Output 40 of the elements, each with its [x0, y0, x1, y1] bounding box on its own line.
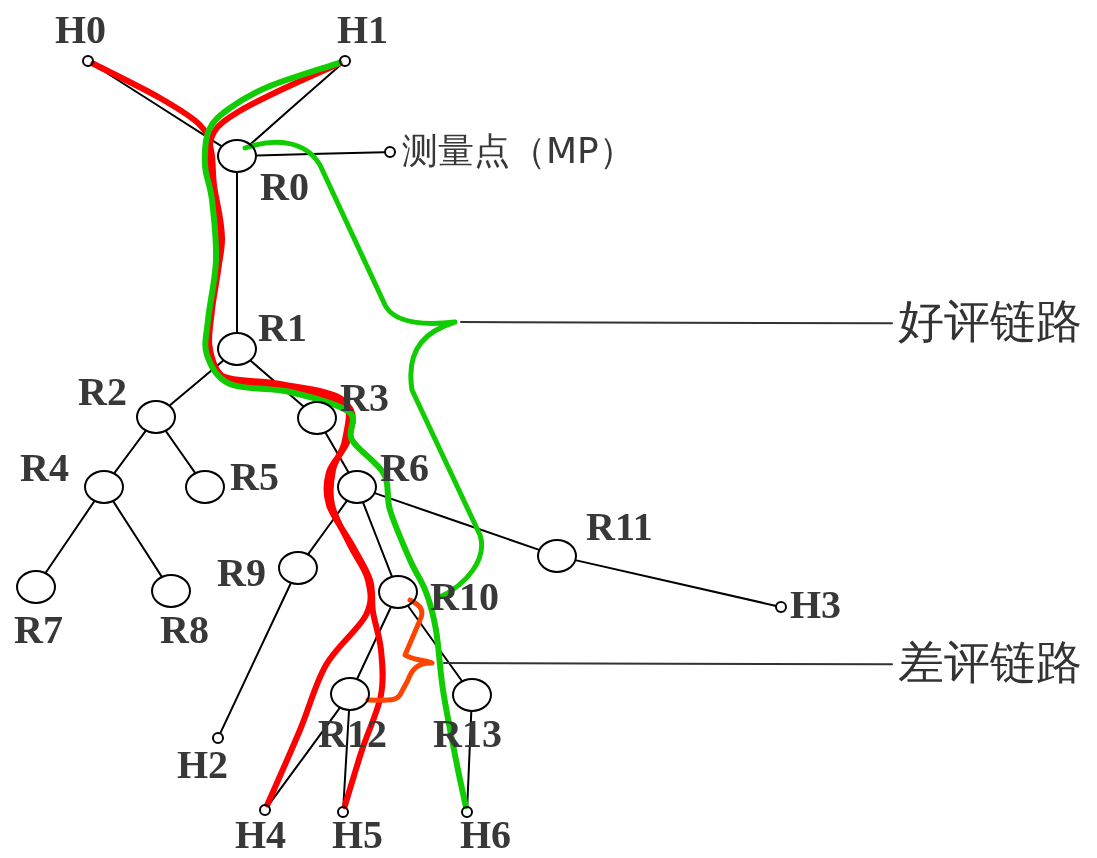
node-label: R11 [586, 507, 653, 547]
highlighted-route [201, 59, 469, 810]
node-label: R7 [14, 610, 63, 650]
link-line [45, 500, 95, 574]
node-label: H0 [55, 10, 107, 50]
node-label: R8 [160, 610, 209, 650]
node-label: R1 [258, 308, 307, 348]
node-label: R9 [217, 553, 266, 593]
node-label: R2 [78, 372, 127, 412]
node-label: H4 [235, 815, 287, 855]
node-label: H2 [177, 745, 229, 785]
node-label: R0 [260, 167, 309, 207]
link-line [256, 151, 385, 157]
link-line [165, 430, 196, 474]
node-label: R3 [340, 378, 389, 418]
node-label: R6 [380, 448, 429, 488]
link-line [362, 502, 393, 577]
link-line [112, 500, 163, 578]
node-label: 测量点（MP） [402, 133, 635, 169]
node-label: H3 [790, 585, 842, 625]
link-line [356, 606, 392, 680]
link-line [575, 559, 777, 607]
link-line [236, 172, 238, 333]
callout-label: 好评链路 [898, 298, 1082, 344]
link-line [407, 605, 463, 682]
link-line [169, 359, 224, 407]
link-line [219, 582, 292, 734]
highlighted-route [205, 60, 386, 810]
link-line [307, 500, 348, 555]
leader-line [443, 662, 893, 666]
link-line [374, 492, 540, 551]
node-label: H1 [337, 10, 389, 50]
link-line [324, 432, 350, 473]
node-label: H5 [332, 815, 384, 855]
link-line [113, 430, 147, 474]
callout-label: 差评链路 [898, 639, 1082, 685]
node-label: R4 [20, 448, 69, 488]
leader-line [460, 321, 893, 325]
node-label: H6 [460, 815, 512, 855]
node-label: R5 [230, 457, 279, 497]
